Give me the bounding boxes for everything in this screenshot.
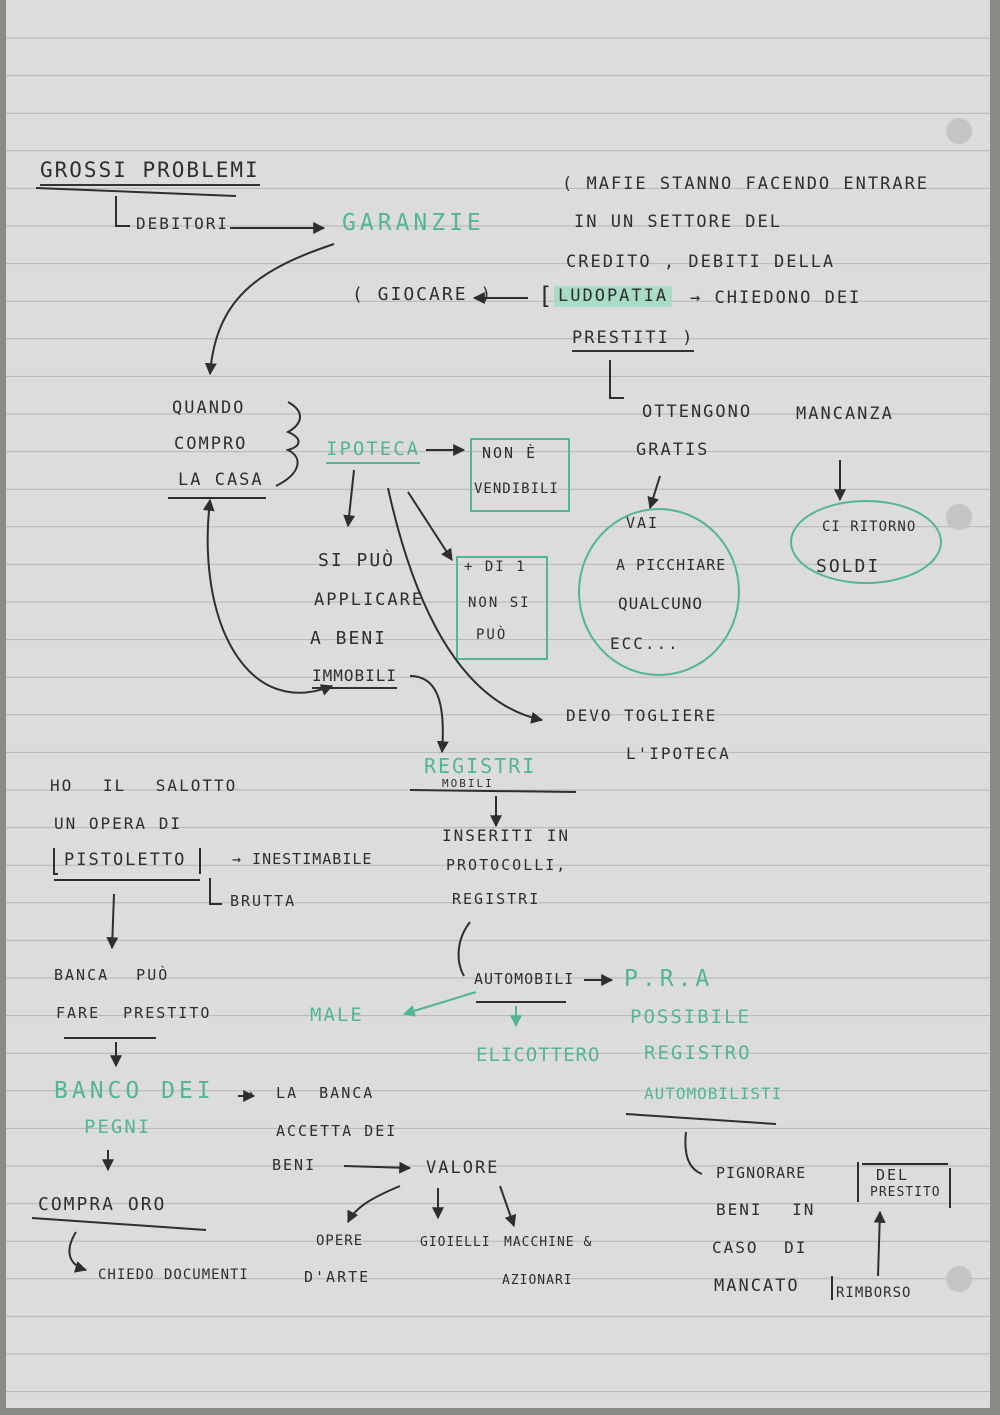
text-pegni: PEGNI	[84, 1116, 152, 1138]
text-azionari: AZIONARI	[502, 1273, 573, 1288]
box-piu-di-uno	[456, 556, 548, 660]
text-mancato: MANCATO	[714, 1276, 800, 1296]
text-debitori: DEBITORI	[136, 214, 230, 233]
text-immobili: IMMOBILI	[312, 668, 398, 689]
text-la-casa: LA CASA	[178, 470, 264, 490]
text-piu-di-uno: + DI 1	[464, 559, 527, 575]
text-pistoletto: PISTOLETTO	[64, 850, 187, 870]
text-possibile: POSSIBILE	[630, 1006, 751, 1028]
text-d-arte: D'ARTE	[304, 1268, 371, 1286]
text-pignorare: PIGNORARE	[716, 1164, 807, 1182]
text-protocolli: PROTOCOLLI,	[446, 856, 568, 874]
text-rimborso: RIMBORSO	[836, 1285, 912, 1301]
text-soldi: SOLDI	[816, 556, 881, 577]
punch-hole	[946, 504, 972, 530]
notebook-page: GROSSI PROBLEMI DEBITORI GARANZIE ( MAFI…	[6, 0, 990, 1408]
text-giocare: ( GIOCARE )	[352, 284, 494, 305]
text-si-puo: SI PUÒ	[318, 550, 396, 571]
text-ci-ritorno: CI RITORNO	[822, 519, 917, 535]
text-beni: BENI	[272, 1156, 317, 1174]
punch-hole	[946, 1266, 972, 1292]
box-non-vendibili	[470, 438, 570, 512]
ink-arrows	[31, 187, 951, 1300]
text-inseriti-in: INSERITI IN	[442, 826, 570, 845]
text-banca-puo: BANCA PUÒ	[54, 966, 170, 984]
text-non-e: NON È	[482, 444, 538, 462]
text-inestimabile: → INESTIMABILE	[232, 850, 373, 868]
text-mancanza: MANCANZA	[796, 404, 894, 424]
text-gratis: GRATIS	[636, 440, 710, 460]
text-vai: VAI	[626, 514, 660, 532]
text-ottengono: OTTENGONO	[642, 402, 753, 422]
text-la-banca: → LA BANCA	[244, 1084, 375, 1102]
text-pra: P.R.A	[624, 966, 714, 992]
text-opere: OPERE	[316, 1233, 364, 1249]
text-ecc: ECC...	[610, 634, 680, 653]
circle-vai-a-picchiare	[578, 508, 740, 676]
text-elicottero: ELICOTTERO	[476, 1044, 601, 1066]
text-beni-in: BENI IN	[716, 1200, 816, 1219]
text-applicare: APPLICARE	[314, 590, 425, 610]
text-devo-togliere: DEVO TOGLIERE	[566, 706, 718, 725]
text-automobili: AUTOMOBILI	[474, 970, 575, 988]
text-chiedo-documenti: CHIEDO DOCUMENTI	[98, 1267, 249, 1283]
text-del: DEL	[876, 1166, 910, 1184]
text-ho-il-salotto: HO IL SALOTTO	[50, 776, 238, 795]
text-automobilisti: AUTOMOBILISTI	[644, 1084, 783, 1103]
text-compro: COMPRO	[174, 434, 248, 454]
text-prestito: PRESTITO	[870, 1185, 941, 1200]
text-qualcuno: QUALCUNO	[618, 594, 704, 613]
text-a-picchiare: A PICCHIARE	[616, 556, 727, 574]
text-registro: REGISTRO	[644, 1042, 752, 1064]
text-registri: REGISTRI	[452, 890, 541, 908]
punch-hole	[946, 118, 972, 144]
text-puo: PUÒ	[476, 627, 508, 643]
text-mafie: ( MAFIE STANNO FACENDO ENTRARE	[562, 174, 930, 194]
text-bracket: [	[538, 282, 555, 310]
text-prestiti: PRESTITI )	[572, 330, 695, 352]
text-grossi-problemi: GROSSI PROBLEMI	[40, 160, 260, 186]
text-vendibili: VENDIBILI	[474, 481, 559, 497]
text-ludopatia: LUDOPATIA	[554, 286, 673, 307]
text-accetta-dei: ACCETTA DEI	[276, 1122, 398, 1140]
text-a-beni: A BENI	[310, 628, 388, 649]
text-valore: VALORE	[426, 1158, 500, 1178]
text-fare-prestito: FARE PRESTITO	[56, 1004, 212, 1022]
text-chiedono: → CHIEDONO DEI	[690, 288, 862, 308]
text-caso-di: CASO DI	[712, 1238, 808, 1257]
text-non-si: NON SI	[468, 595, 531, 611]
text-credito: CREDITO , DEBITI DELLA	[566, 252, 836, 272]
text-gioielli: GIOIELLI	[420, 1235, 491, 1250]
text-garanzie: GARANZIE	[342, 210, 485, 236]
text-banco-dei: BANCO DEI	[54, 1078, 215, 1104]
text-quando: QUANDO	[172, 398, 246, 418]
text-registri-green: REGISTRI	[424, 754, 537, 778]
text-mobili: MOBILI	[442, 777, 494, 790]
text-ipoteca: IPOTECA	[326, 440, 421, 464]
text-macchine: MACCHINE &	[504, 1235, 593, 1250]
text-l-ipoteca: L'IPOTECA	[626, 744, 731, 763]
text-male: MALE	[310, 1004, 364, 1026]
text-un-opera-di: UN OPERA DI	[54, 814, 182, 833]
circle-ci-ritorno-soldi	[790, 500, 942, 584]
text-compra-oro: COMPRA ORO	[38, 1194, 167, 1215]
text-settore: IN UN SETTORE DEL	[574, 212, 782, 232]
text-brutta: BRUTTA	[230, 892, 297, 910]
